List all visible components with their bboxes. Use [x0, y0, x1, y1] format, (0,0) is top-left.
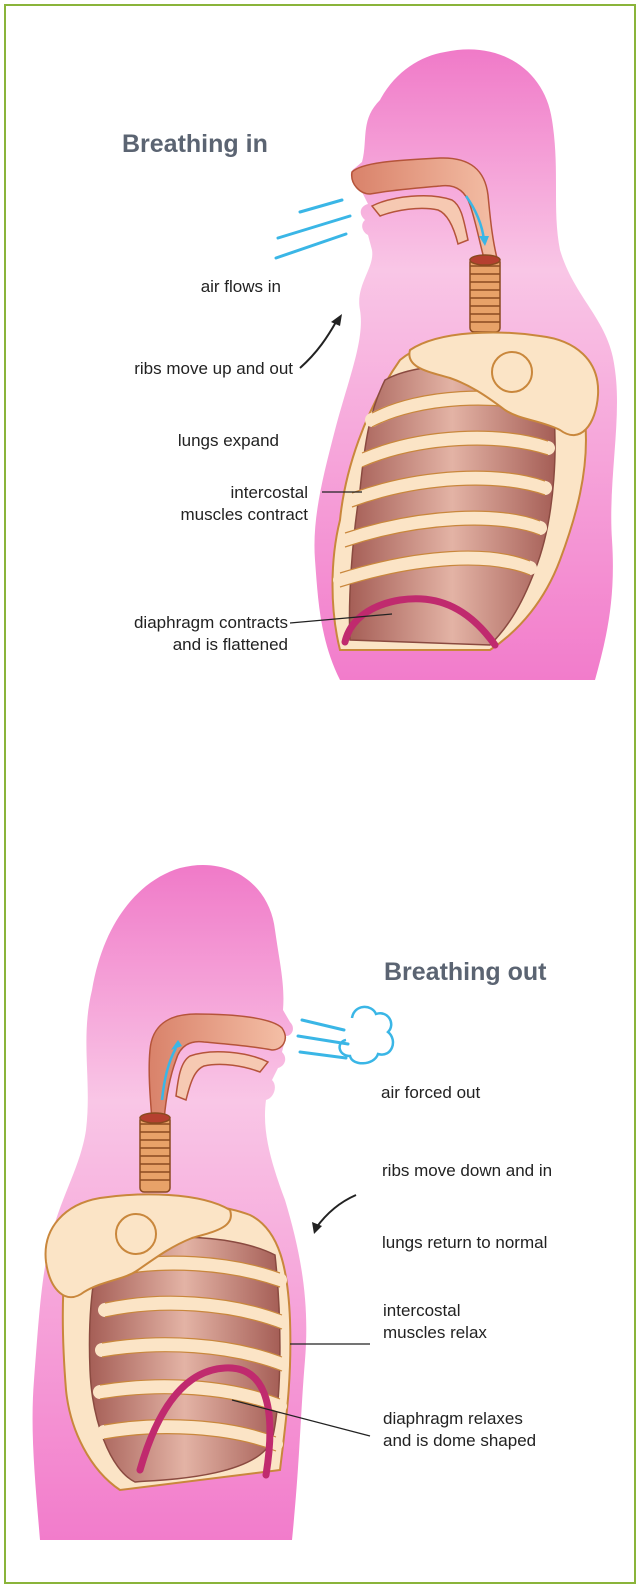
inhale-label-air: air flows in: [201, 276, 281, 298]
exhale-trachea: [140, 1113, 170, 1192]
exhale-label-ribs: ribs move down and in: [382, 1160, 552, 1182]
inhale-label-diaphragm: diaphragm contracts and is flattened: [134, 612, 288, 656]
exhale-label-intercostal: intercostal muscles relax: [383, 1300, 487, 1344]
inhale-label-lungs: lungs expand: [178, 430, 279, 452]
inhale-figure: [276, 49, 617, 680]
inhale-trachea: [470, 255, 500, 332]
exhale-label-diaphragm: diaphragm relaxes and is dome shaped: [383, 1408, 536, 1452]
exhale-ribs-arrow: [316, 1195, 356, 1228]
inhale-ribs-arrow: [300, 322, 336, 368]
exhale-air-puff: [340, 1007, 393, 1063]
exhale-label-lungs: lungs return to normal: [382, 1232, 547, 1254]
inhale-airflow-lines: [276, 200, 350, 258]
inhale-title: Breathing in: [122, 130, 268, 159]
inhale-label-ribs: ribs move up and out: [134, 358, 293, 380]
exhale-title: Breathing out: [384, 958, 547, 987]
inhale-label-intercostal: intercostal muscles contract: [180, 482, 308, 526]
exhale-figure: [33, 865, 393, 1540]
exhale-label-air: air forced out: [381, 1082, 480, 1104]
